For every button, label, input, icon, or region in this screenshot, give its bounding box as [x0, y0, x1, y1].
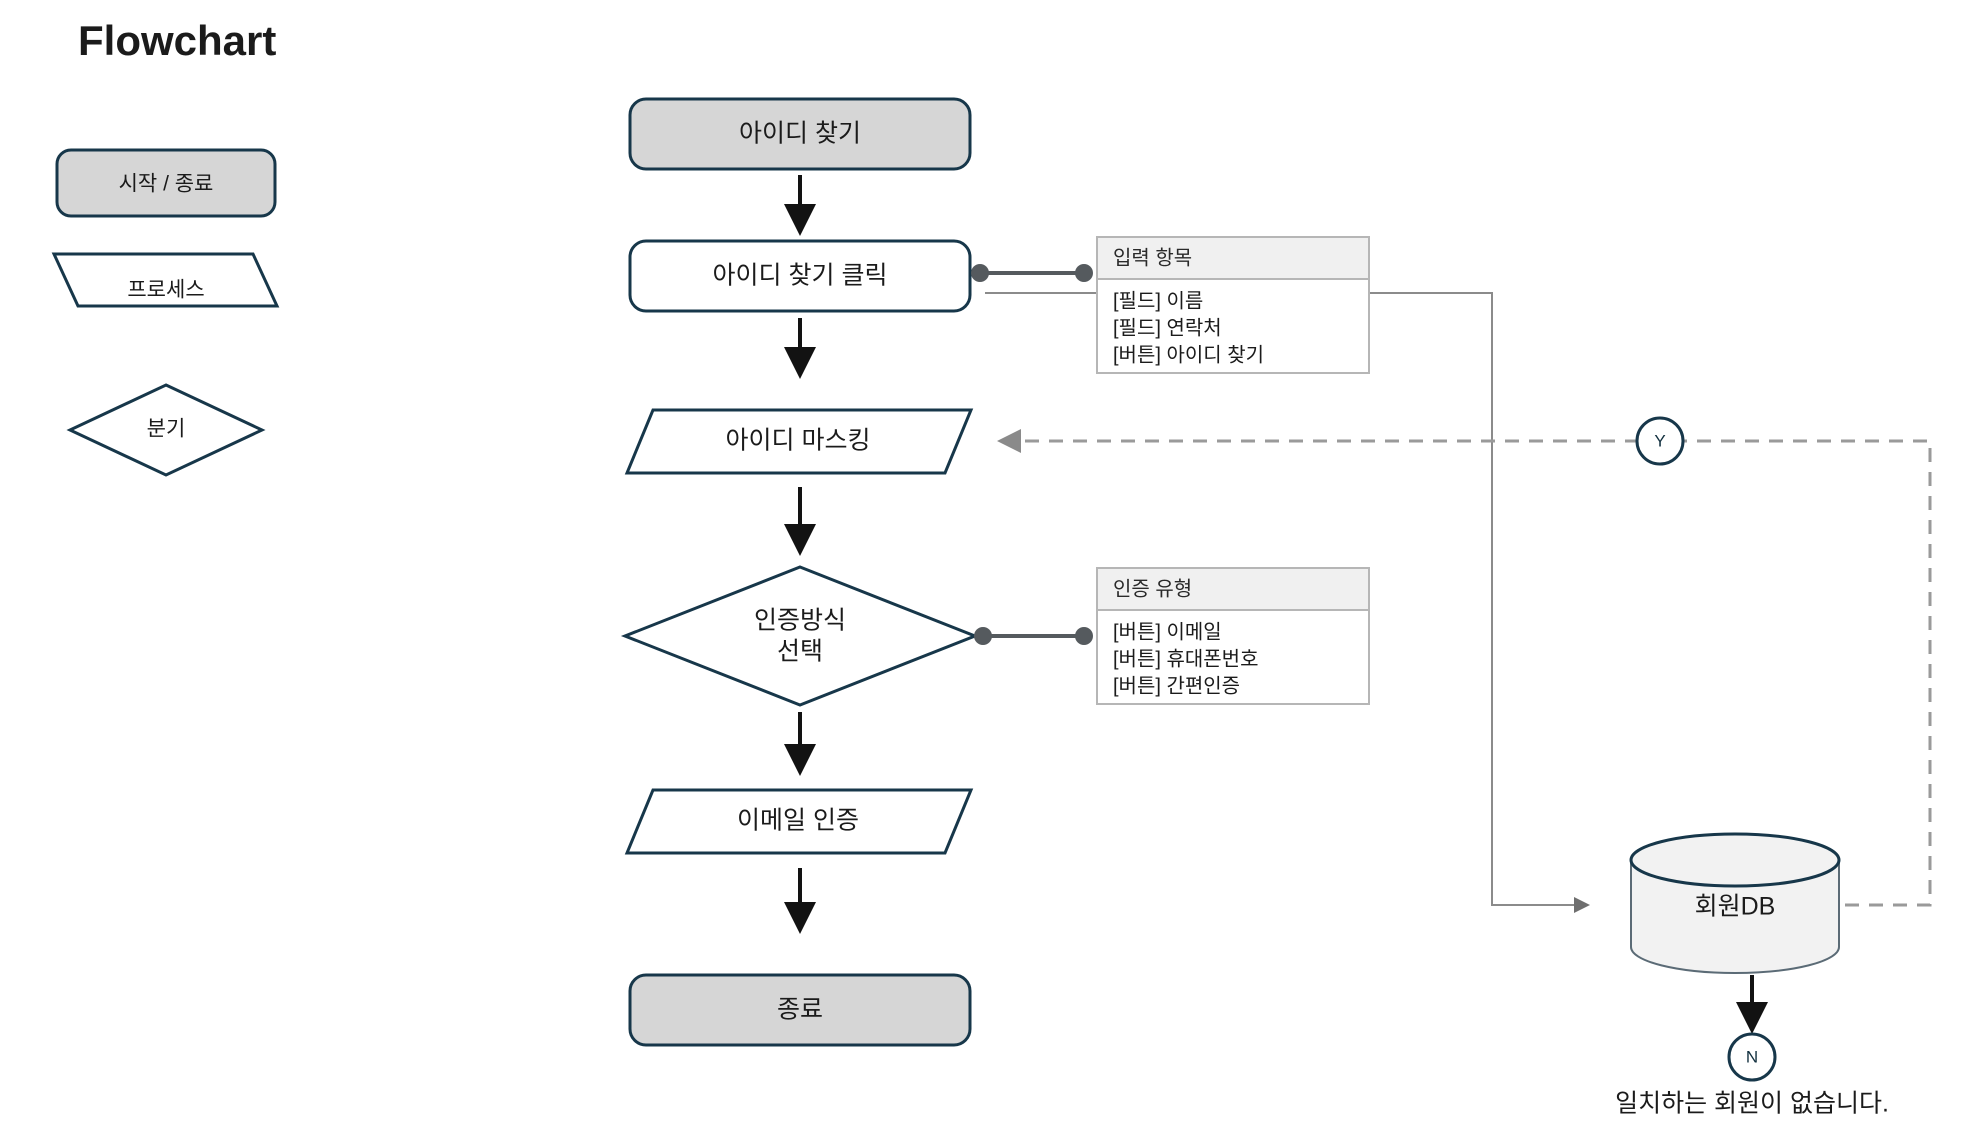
note-input-line: [필드] 이름 — [1113, 289, 1203, 312]
node-masking-label: 아이디 마스킹 — [726, 427, 871, 455]
message-no-match: 일치하는 회원이 없습니다. — [1615, 1090, 1889, 1118]
node-decision[interactable]: 인증방식 선택 — [620, 565, 980, 707]
node-email-shape — [624, 788, 974, 855]
page-title: Flowchart — [78, 17, 276, 64]
node-masking[interactable]: 아이디 마스킹 — [624, 408, 974, 475]
connector-click-to-note-input — [971, 264, 1093, 282]
branch-marker-yes: Y — [1635, 416, 1685, 466]
node-db-label: 회원DB — [1695, 893, 1776, 921]
node-click-shape — [628, 239, 972, 313]
connector-decision-to-note-auth — [974, 627, 1093, 645]
note-auth-header — [1096, 567, 1370, 611]
node-end[interactable]: 종료 — [628, 973, 972, 1047]
legend: 시작 / 종료 프로세스 분기 — [51, 148, 280, 477]
legend-item-label: 프로세스 — [127, 279, 204, 302]
node-decision-label-line1: 인증방식 — [754, 607, 846, 635]
note-auth: 인증 유형 [버튼] 이메일 [버튼] 휴대폰번호 [버튼] 간편인증 — [1096, 567, 1370, 705]
dot-connector-endpoint — [1075, 627, 1093, 645]
node-email-label: 이메일 인증 — [737, 807, 859, 835]
dot-connector-endpoint — [974, 627, 992, 645]
legend-diamond-shape — [66, 383, 266, 477]
node-masking-shape — [624, 408, 974, 475]
node-decision-shape — [620, 565, 980, 707]
legend-item-start-end: 시작 / 종료 — [55, 148, 277, 218]
note-input-line: [버튼] 아이디 찾기 — [1113, 343, 1264, 366]
dot-connector-endpoint — [1075, 264, 1093, 282]
note-auth-line: [버튼] 이메일 — [1113, 620, 1222, 643]
node-decision-label-line2: 선택 — [777, 638, 823, 666]
note-auth-line: [버튼] 간편인증 — [1113, 674, 1240, 697]
node-click[interactable]: 아이디 찾기 클릭 — [628, 239, 972, 313]
legend-item-process: 프로세스 — [51, 252, 280, 308]
node-end-label: 종료 — [777, 996, 823, 1024]
note-input-header — [1096, 236, 1370, 280]
note-input-line: [필드] 연락처 — [1113, 316, 1222, 339]
node-start-shape — [628, 97, 972, 171]
yes-label: Y — [1654, 431, 1665, 450]
legend-item-label: 시작 / 종료 — [119, 173, 214, 196]
node-start-label: 아이디 찾기 — [739, 120, 861, 148]
note-input: 입력 항목 [필드] 이름 [필드] 연락처 [버튼] 아이디 찾기 — [1096, 236, 1370, 374]
node-db-body — [1630, 859, 1840, 974]
node-click-label: 아이디 찾기 클릭 — [713, 262, 888, 290]
dot-connector-endpoint — [971, 264, 989, 282]
legend-parallelogram-shape — [51, 252, 280, 308]
node-start[interactable]: 아이디 찾기 — [628, 97, 972, 171]
no-label: N — [1746, 1047, 1758, 1066]
node-db[interactable]: 회원DB — [1629, 832, 1841, 974]
node-db-top — [1629, 832, 1841, 888]
node-email[interactable]: 이메일 인증 — [624, 788, 974, 855]
connector-db-to-masking — [997, 429, 1932, 907]
legend-item-label: 분기 — [147, 418, 186, 441]
note-auth-title: 인증 유형 — [1113, 577, 1192, 600]
note-input-title: 입력 항목 — [1113, 246, 1192, 269]
note-auth-line: [버튼] 휴대폰번호 — [1113, 647, 1258, 670]
no-circle — [1727, 1032, 1777, 1082]
yes-circle — [1635, 416, 1685, 466]
legend-item-branch: 분기 — [66, 383, 266, 477]
branch-marker-no: N — [1727, 1032, 1777, 1082]
legend-rounded-rectangle-shape — [55, 148, 277, 218]
node-end-shape — [628, 973, 972, 1047]
